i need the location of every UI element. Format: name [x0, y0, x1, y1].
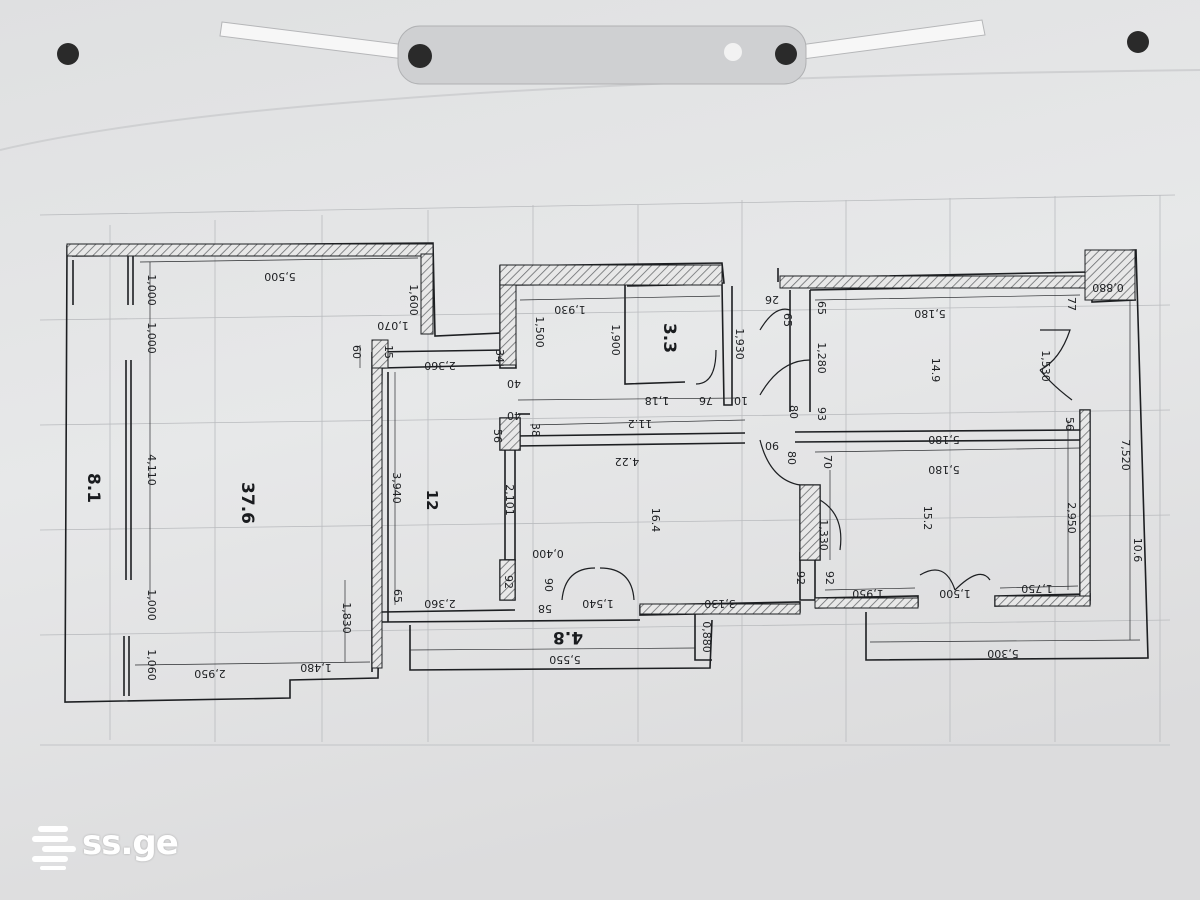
dim-label: 1,530: [1039, 350, 1052, 382]
dim-label: 38: [529, 423, 542, 437]
dim-label: 65: [781, 313, 794, 327]
dim-label: 1,500: [939, 587, 971, 600]
dim-label: 5,500: [264, 270, 296, 283]
dim-label: 2,950: [1065, 502, 1078, 534]
dim-label: 1,280: [815, 342, 828, 374]
dim-label: 5,300: [987, 647, 1019, 660]
dim-label: 1,000: [145, 589, 158, 621]
dim-label: 93: [815, 407, 828, 421]
dim-label: 2,360: [424, 597, 456, 610]
watermark-text: ss.ge: [82, 823, 179, 863]
dim-label: 80: [787, 405, 800, 419]
punch-hole-right: [1127, 31, 1149, 53]
dimension-lines: [134, 257, 1141, 666]
dim-label: 1,18: [645, 394, 670, 407]
room-label-149: 14.9: [929, 358, 942, 383]
dim-label: 58: [538, 602, 552, 615]
dim-label: 1,000: [145, 274, 158, 306]
dim-label: 1,750: [1021, 582, 1053, 595]
dim-label: 1,540: [582, 597, 614, 610]
dim-label: 1,600: [407, 284, 420, 316]
plan-walls: [64, 242, 1149, 703]
dim-label: 92: [794, 571, 807, 585]
room-label-12: 12: [423, 490, 441, 511]
dim-label: 0,880: [1092, 281, 1124, 294]
room-label-33: 3.3: [659, 323, 679, 353]
dimension-labels: 5,500 1,000 1,000 4,110 1,000 1,060 2,95…: [145, 270, 1132, 681]
dim-label: 90: [765, 439, 779, 452]
paper-fold: [0, 69, 1200, 151]
dim-label: 5,180: [914, 307, 946, 320]
dim-label: 1,060: [145, 649, 158, 681]
dim-label: 2,360: [424, 359, 456, 372]
dim-label: 1,950: [852, 587, 884, 600]
room-label-376: 37.6: [237, 482, 257, 524]
room-label-164: 16.4: [649, 508, 662, 533]
dim-label: 60: [350, 345, 363, 359]
dim-label: 7,520: [1119, 439, 1132, 471]
punch-hole-left: [57, 43, 79, 65]
door-swings: [561, 308, 1073, 601]
dim-label: 2,101: [503, 484, 516, 516]
dim-label: 56: [491, 429, 504, 443]
dim-label: 1,900: [609, 324, 622, 356]
dim-label: 1,930: [554, 303, 586, 316]
dim-label: 5,550: [549, 653, 581, 666]
dim-label: 5,180: [928, 463, 960, 476]
dim-label: 56: [1063, 417, 1076, 431]
dim-label: 1,330: [817, 519, 830, 551]
dim-label: 77: [1065, 297, 1078, 311]
dim-label: 15: [382, 345, 395, 359]
hatched-walls: [66, 243, 1136, 669]
dim-label: 40: [507, 409, 521, 422]
dim-label: 1,500: [533, 316, 546, 348]
dim-label: 65: [391, 589, 404, 603]
dim-label: 76: [699, 394, 713, 407]
room-label-48: 4.8: [553, 627, 583, 647]
room-label-106: 10.6: [1131, 538, 1144, 563]
dim-label: 40: [507, 377, 521, 390]
dim-label: 3,940: [390, 472, 403, 504]
dim-label: 1,930: [733, 328, 746, 360]
ssge-logo-icon: [32, 826, 76, 870]
dim-label: 26: [765, 293, 779, 306]
dim-label: 1,480: [300, 661, 332, 674]
dim-label: 1,070: [377, 319, 409, 332]
dim-label: 70: [821, 455, 834, 469]
room-labels: 37.6 8.1 12 3.3 11.2 16.4 4.8 14.9 15.2 …: [83, 323, 1144, 647]
dim-label: 1,830: [340, 602, 353, 634]
dim-label: 4.22: [615, 455, 640, 468]
dim-label: 65: [815, 301, 828, 315]
room-label-152: 15.2: [921, 506, 934, 531]
dim-label: 10: [734, 394, 748, 407]
dim-label: 1,000: [145, 322, 158, 354]
dim-label: 92: [823, 571, 836, 585]
dim-label: 0,880: [700, 621, 713, 653]
dim-label: 2,950: [194, 667, 226, 680]
dim-label: 90: [542, 578, 555, 592]
dim-label: 5,180: [928, 433, 960, 446]
folder-clip: [219, 19, 986, 85]
dim-label: 80: [785, 451, 798, 465]
room-label-112: 11.2: [628, 417, 653, 430]
dim-label: 3,130: [704, 597, 736, 610]
dim-label: 92: [502, 575, 515, 589]
dim-label: 34: [493, 349, 506, 363]
dim-label: 4,110: [145, 454, 158, 486]
room-label-81: 8.1: [83, 473, 103, 503]
dim-label: 0,400: [532, 547, 564, 560]
